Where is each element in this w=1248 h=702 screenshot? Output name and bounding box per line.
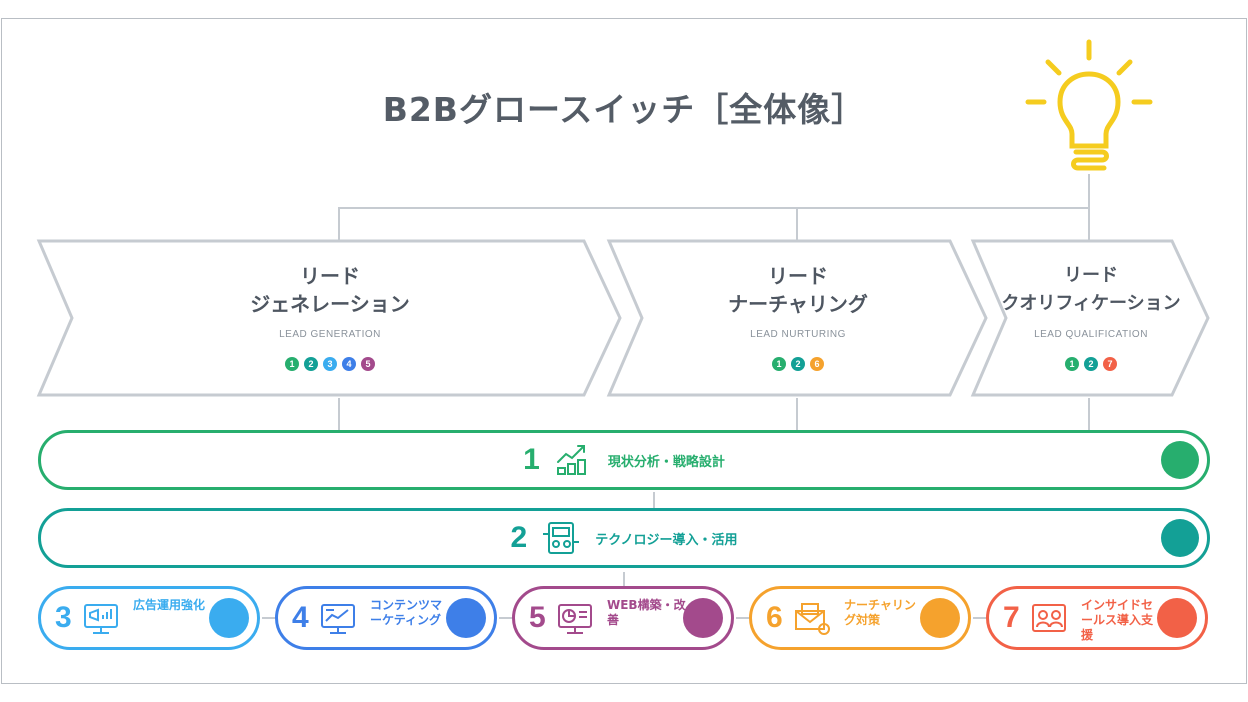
num-badge-3: 3	[323, 357, 337, 371]
service-dot	[1157, 598, 1197, 638]
service-dot	[1161, 441, 1199, 479]
service-bar-1[interactable]: 1 現状分析・戦略設計	[38, 430, 1210, 490]
monitor-content-icon	[321, 604, 355, 634]
service-label: テクノロジー導入・活用	[595, 532, 738, 548]
service-pill-4[interactable]: 4 コンテンツマーケティング	[275, 586, 497, 650]
service-number: 3	[55, 601, 72, 634]
service-pill-5[interactable]: 5 WEB構築・改善	[512, 586, 734, 650]
chevron-shape	[606, 239, 988, 397]
stage-title: リードナーチャリング	[728, 264, 868, 316]
megaphone-ads-icon	[84, 604, 118, 634]
stage-lead-qualification: リードクオリフィケーション LEAD QUALIFICATION 1 2 7	[970, 238, 1212, 398]
service-label: インサイドセールス導入支援	[1081, 598, 1154, 642]
service-dot	[683, 598, 723, 638]
service-bar-2[interactable]: 2 テクノロジー導入・活用	[38, 508, 1210, 568]
num-badge-2: 2	[304, 357, 318, 371]
service-number: 4	[292, 601, 309, 634]
service-pill-7[interactable]: 7 インサイドセールス導入支援	[986, 586, 1208, 650]
num-badge-7: 7	[1103, 357, 1117, 371]
num-badge-2: 2	[791, 357, 805, 371]
page-title: B2Bグロースイッチ［全体像］	[382, 90, 866, 129]
stage-subtitle: LEAD GENERATION	[279, 329, 381, 340]
service-number: 1	[523, 443, 540, 476]
technology-icon	[543, 522, 580, 554]
service-pill-3[interactable]: 3 広告運用強化	[38, 586, 260, 650]
lightbulb-icon	[1025, 39, 1153, 171]
service-label: 広告運用強化	[133, 598, 206, 612]
service-number: 6	[766, 601, 783, 634]
num-badge-5: 5	[361, 357, 375, 371]
num-badge-1: 1	[772, 357, 786, 371]
service-label: ナーチャリング対策	[844, 598, 916, 627]
chevron-shape	[36, 239, 622, 397]
service-number: 7	[1003, 601, 1020, 634]
service-label: コンテンツマーケティング	[370, 598, 443, 627]
stage-lead-nurturing: リードナーチャリング LEAD NURTURING 1 2 6	[606, 238, 990, 398]
web-analytics-icon	[558, 604, 592, 634]
chevron-shape	[970, 239, 1210, 397]
stage-subtitle: LEAD QUALIFICATION	[1034, 329, 1148, 340]
stage-numbers: 1 2 6	[606, 357, 990, 371]
stage-lead-generation: リードジェネレーション LEAD GENERATION 1 2 3 4 5	[36, 238, 624, 398]
stage-numbers: 1 2 7	[970, 357, 1212, 371]
num-badge-2: 2	[1084, 357, 1098, 371]
service-number: 2	[510, 521, 528, 554]
inside-sales-icon	[1032, 604, 1066, 632]
service-label: 現状分析・戦略設計	[607, 454, 725, 470]
stage-numbers: 1 2 3 4 5	[36, 357, 624, 371]
growth-chart-icon	[556, 445, 586, 475]
service-dot	[1161, 519, 1199, 557]
stage-title: リードクオリフィケーション	[1001, 265, 1181, 314]
service-dot	[446, 598, 486, 638]
num-badge-4: 4	[342, 357, 356, 371]
mail-nurturing-icon	[795, 603, 830, 635]
stage-title: リードジェネレーション	[250, 264, 410, 316]
num-badge-1: 1	[285, 357, 299, 371]
service-dot	[209, 598, 249, 638]
stage-subtitle: LEAD NURTURING	[750, 329, 846, 340]
num-badge-6: 6	[810, 357, 824, 371]
service-pill-6[interactable]: 6 ナーチャリング対策	[749, 586, 971, 650]
service-number: 5	[529, 601, 546, 634]
service-dot	[920, 598, 960, 638]
num-badge-1: 1	[1065, 357, 1079, 371]
service-label: WEB構築・改善	[607, 598, 686, 627]
